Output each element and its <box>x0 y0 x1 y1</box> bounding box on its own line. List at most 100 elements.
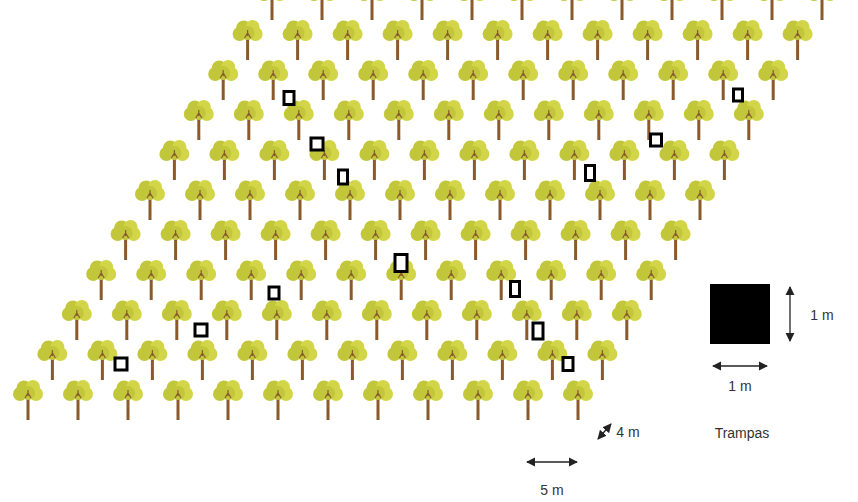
tree <box>362 300 392 340</box>
tree <box>209 140 239 180</box>
tree <box>562 300 592 340</box>
tree <box>709 140 739 180</box>
tree <box>63 380 93 420</box>
tree <box>484 100 514 140</box>
tree <box>684 100 714 140</box>
trap <box>563 358 573 371</box>
tree <box>587 340 617 380</box>
tree <box>336 260 366 300</box>
tree <box>283 20 313 60</box>
tree <box>413 380 443 420</box>
tree <box>236 260 266 300</box>
tree <box>136 260 166 300</box>
tree <box>384 100 414 140</box>
dimension-arrow <box>527 461 577 462</box>
tree <box>583 20 613 60</box>
trap <box>195 324 207 336</box>
tree <box>536 260 566 300</box>
tree <box>584 100 614 140</box>
tree <box>383 20 413 60</box>
tree <box>561 220 591 260</box>
tree <box>162 300 192 340</box>
tree <box>387 340 417 380</box>
trap <box>651 134 662 146</box>
tree <box>407 0 437 20</box>
tree <box>485 180 515 220</box>
tree <box>13 380 43 420</box>
tree <box>685 180 715 220</box>
dimension-arrow <box>713 365 767 366</box>
tree <box>513 380 543 420</box>
tree <box>385 180 415 220</box>
tree <box>334 100 364 140</box>
tree <box>437 340 467 380</box>
tree <box>733 20 763 60</box>
tree <box>161 220 191 260</box>
trap <box>533 323 543 339</box>
tree <box>184 100 214 140</box>
trap <box>395 255 407 272</box>
trap <box>269 287 279 299</box>
tree <box>758 60 788 100</box>
tree <box>312 300 342 340</box>
tree <box>111 220 141 260</box>
tree <box>211 220 241 260</box>
tree-grid <box>13 0 837 420</box>
tree <box>459 140 489 180</box>
tree <box>234 100 264 140</box>
tree <box>436 260 466 300</box>
tree <box>208 60 238 100</box>
tree <box>633 20 663 60</box>
tree <box>435 180 465 220</box>
trap <box>115 358 127 370</box>
tree <box>286 260 316 300</box>
tree <box>163 380 193 420</box>
tree <box>608 60 638 100</box>
tree <box>434 100 464 140</box>
tree <box>263 380 293 420</box>
tree <box>307 0 337 20</box>
tree <box>657 0 687 20</box>
tree <box>237 340 267 380</box>
tree <box>261 220 291 260</box>
tree <box>659 140 689 180</box>
tree <box>235 180 265 220</box>
tree <box>612 300 642 340</box>
dimension-arrow <box>789 287 790 341</box>
tree <box>361 220 391 260</box>
tree <box>287 340 317 380</box>
tree <box>535 180 565 220</box>
tree <box>461 220 491 260</box>
dimension-label: 1 m <box>728 379 751 393</box>
tree <box>533 20 563 60</box>
tree <box>509 140 539 180</box>
tree <box>335 180 365 220</box>
trap-legend-square <box>710 284 770 344</box>
tree <box>508 60 538 100</box>
trap <box>339 170 348 184</box>
trap <box>586 166 595 181</box>
tree <box>285 180 315 220</box>
tree <box>37 340 67 380</box>
tree <box>233 20 263 60</box>
tree <box>308 60 338 100</box>
tree <box>563 380 593 420</box>
trap-markers <box>115 89 743 371</box>
dimension-label: 1 m <box>810 308 833 322</box>
tree <box>135 180 165 220</box>
tree <box>635 180 665 220</box>
tree <box>507 0 537 20</box>
tree <box>87 340 117 380</box>
tree <box>412 300 442 340</box>
tree <box>411 220 441 260</box>
tree <box>112 300 142 340</box>
tree <box>636 260 666 300</box>
legend-label: Trampas <box>715 426 770 440</box>
tree <box>611 220 641 260</box>
tree <box>212 300 242 340</box>
tree <box>661 220 691 260</box>
tree <box>433 20 463 60</box>
tree <box>609 140 639 180</box>
tree <box>311 220 341 260</box>
dimension-arrow <box>598 424 611 439</box>
